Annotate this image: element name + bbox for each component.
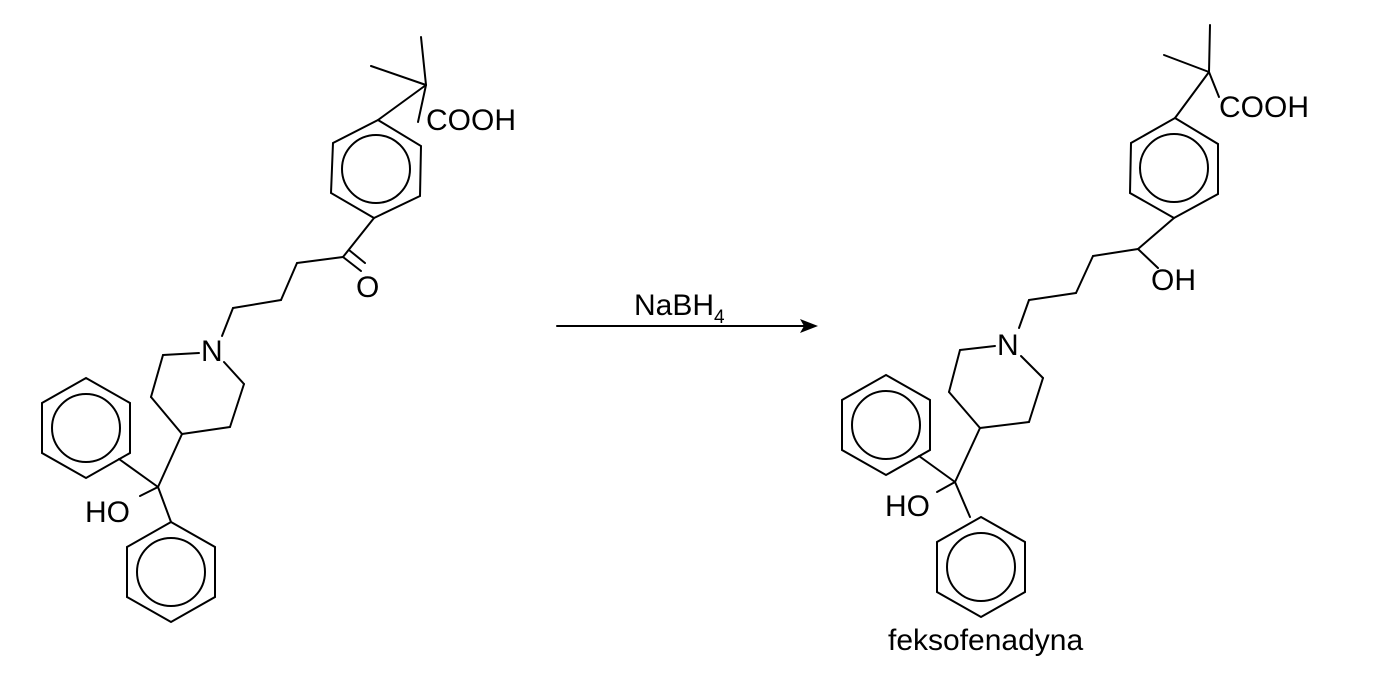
product-diphenyl-hydroxyl-label: HO [885,490,930,523]
product-piperidine-ring [948,345,1044,429]
reactant-upper-phenyl [41,376,131,480]
product-carbinol-bonds [918,427,981,518]
reactant-nitrogen-label: N [201,335,223,368]
reagent-label: NaBH4 [634,289,725,328]
reagent-main: NaBH [634,289,714,322]
product-upper-phenyl [841,373,931,477]
product-carboxyl-label: COOH [1219,91,1309,124]
product-butanol-chain [1018,217,1175,329]
product-name-caption: feksofenadyna [888,624,1083,657]
reactant-piperidine-ring [150,352,245,435]
product-lower-phenyl [936,515,1026,619]
reactant-butanone-chain [221,217,375,337]
reagent-subscript: 4 [714,307,725,328]
product-benzene-ring [1128,116,1219,220]
reactant-carbinol-bonds [118,433,183,523]
product-molecule: COOH OH N HO [841,24,1309,657]
reactant-methyl-bonds [370,36,427,123]
reaction-arrow [556,319,818,333]
reactant-carboxyl-label: COOH [426,104,516,137]
reactant-benzene-ring [329,118,423,220]
reactant-hydroxyl-label: HO [85,496,130,529]
reactant-molecule: COOH O N [41,36,516,624]
reactant-ketone-oxygen-label: O [356,271,379,304]
product-methyl-bonds [1163,24,1220,119]
product-nitrogen-label: N [997,329,1019,362]
product-hydroxyl-label: OH [1151,264,1196,297]
reactant-lower-phenyl [126,520,216,624]
